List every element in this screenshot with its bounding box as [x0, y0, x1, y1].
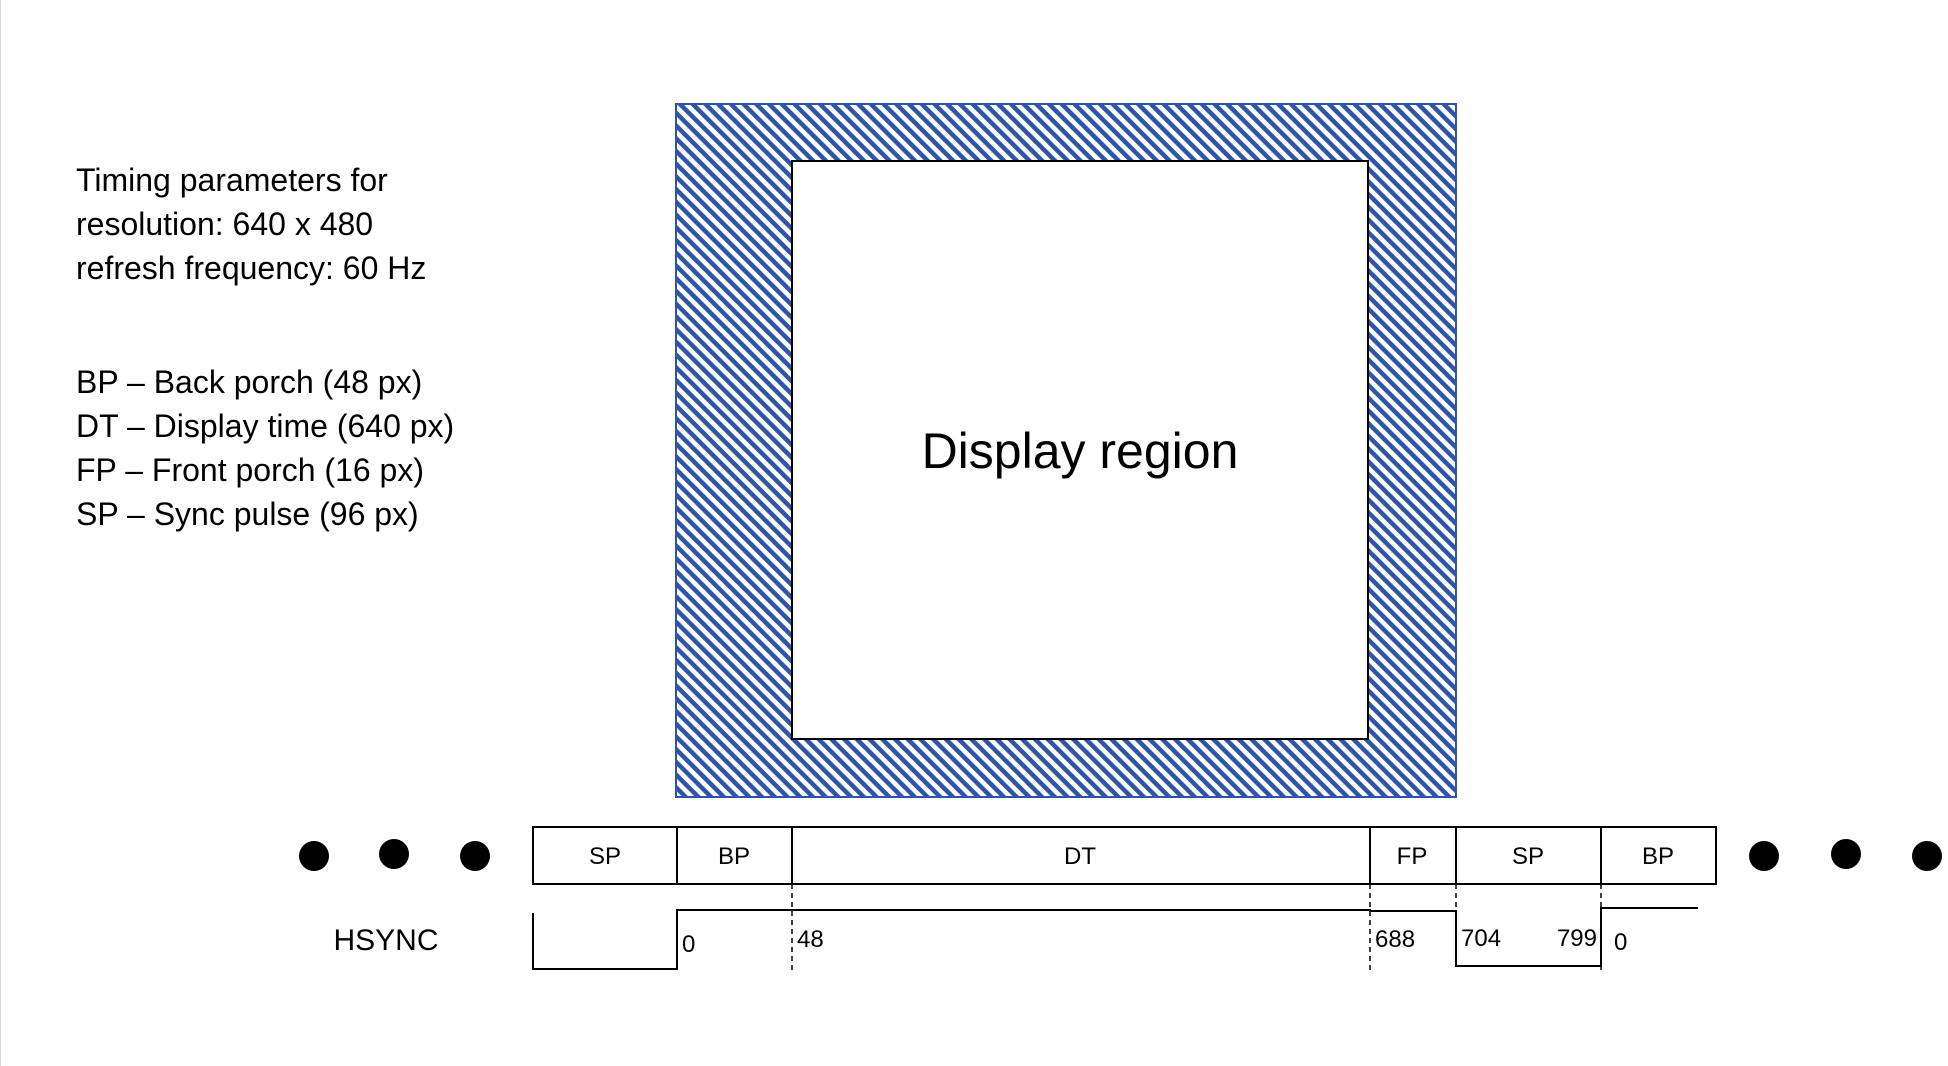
segment-label-bp: BP: [718, 843, 750, 870]
ellipsis-dot: [379, 839, 409, 869]
ellipsis-dot: [460, 841, 490, 871]
hsync-waveform: [532, 907, 1698, 970]
segment-fp: [1369, 826, 1457, 885]
ellipsis-dot: [1912, 841, 1942, 871]
legend-line-sp: SP – Sync pulse (96 px): [76, 496, 419, 532]
legend-line-bp: BP – Back porch (48 px): [76, 364, 423, 400]
segment-label-bp: BP: [1642, 843, 1674, 870]
ellipsis-dot: [299, 841, 329, 871]
timing-line: refresh frequency: 60 Hz: [76, 250, 427, 286]
tick-label: 48: [797, 926, 824, 953]
segment-bp: [1600, 826, 1717, 885]
segment-sp: [1455, 826, 1602, 885]
tick-label: 688: [1375, 926, 1415, 953]
timing-line: resolution: 640 x 480: [76, 206, 374, 242]
tick-label: 0: [682, 931, 695, 958]
display-region-label: Display region: [922, 423, 1239, 479]
page-edge: [0, 0, 1, 1066]
segment-label-dt: DT: [1064, 843, 1096, 870]
timing-parameters: Timing parameters for resolution: 640 x …: [76, 158, 426, 290]
ellipsis-dot: [1749, 841, 1779, 871]
tick-label: 799: [1557, 925, 1597, 952]
abbreviation-legend: BP – Back porch (48 px) DT – Display tim…: [76, 360, 454, 536]
segment-label-sp: SP: [1512, 843, 1544, 870]
display-region-area: [791, 160, 1369, 740]
timing-line: Timing parameters for: [76, 162, 388, 198]
ellipsis-dot: [1831, 839, 1861, 869]
tick-label: 704: [1461, 925, 1501, 952]
segment-label-sp: SP: [589, 843, 621, 870]
legend-line-dt: DT – Display time (640 px): [76, 408, 455, 444]
segment-dt: [791, 826, 1371, 885]
segment-label-fp: FP: [1397, 843, 1428, 870]
tick-label: 0: [1614, 929, 1627, 956]
hsync-label: HSYNC: [333, 924, 438, 957]
legend-line-fp: FP – Front porch (16 px): [76, 452, 424, 488]
